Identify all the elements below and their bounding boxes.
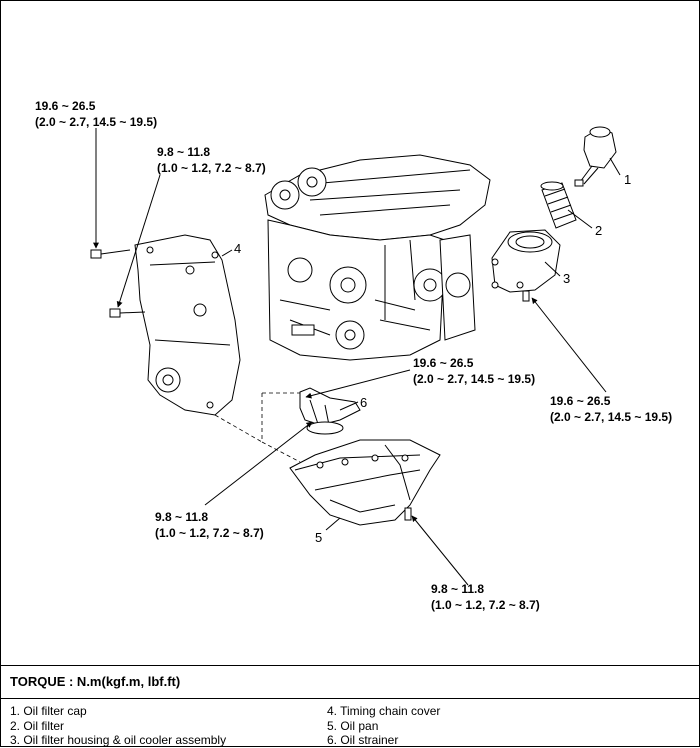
timing-chain-cover [134, 234, 241, 416]
legend-item: 1. Oil filter cap [10, 704, 87, 718]
torque-units-label: TORQUE : N.m(kgf.m, lbf.ft) [10, 674, 181, 689]
torque-spec-strainer-bolt: 9.8 ~ 11.8 (1.0 ~ 1.2, 7.2 ~ 8.7) [155, 509, 264, 541]
torque-spec-strainer: 19.6 ~ 26.5 (2.0 ~ 2.7, 14.5 ~ 19.5) [413, 355, 535, 387]
alignment-lines [214, 392, 301, 463]
legend-item: 5. Oil pan [327, 719, 379, 733]
callout-5: 5 [315, 530, 323, 545]
callout-6: 6 [360, 395, 368, 410]
torque-spec-cover-lower: 9.8 ~ 11.8 (1.0 ~ 1.2, 7.2 ~ 8.7) [157, 144, 266, 176]
legend-item: 4. Timing chain cover [327, 704, 441, 718]
torque-spec-cover-upper: 19.6 ~ 26.5 (2.0 ~ 2.7, 14.5 ~ 19.5) [35, 98, 157, 130]
oil-strainer [299, 387, 361, 435]
torque-value: 19.6 ~ 26.5 [413, 356, 474, 370]
torque-value-alt-units: (1.0 ~ 1.2, 7.2 ~ 8.7) [155, 526, 264, 540]
legend-item: 6. Oil strainer [327, 733, 399, 747]
torque-value: 9.8 ~ 11.8 [431, 582, 485, 596]
torque-value-alt-units: (2.0 ~ 2.7, 14.5 ~ 19.5) [413, 372, 536, 386]
leader-lines [93, 128, 621, 586]
torque-value-alt-units: (2.0 ~ 2.7, 14.5 ~ 19.5) [550, 410, 673, 424]
legend-item: 3. Oil filter housing & oil cooler assem… [10, 733, 227, 747]
torque-spec-oil-pan: 9.8 ~ 11.8 (1.0 ~ 1.2, 7.2 ~ 8.7) [431, 581, 540, 613]
torque-value: 9.8 ~ 11.8 [155, 510, 209, 524]
torque-value: 19.6 ~ 26.5 [35, 99, 96, 113]
oil-pan [289, 439, 441, 526]
torque-units-bar: TORQUE : N.m(kgf.m, lbf.ft) [0, 665, 700, 699]
torque-value: 19.6 ~ 26.5 [550, 394, 611, 408]
torque-spec-filter-housing: 19.6 ~ 26.5 (2.0 ~ 2.7, 14.5 ~ 19.5) [550, 393, 672, 425]
exploded-view-diagram: 19.6 ~ 26.5 (2.0 ~ 2.7, 14.5 ~ 19.5) 9.8… [35, 98, 672, 613]
cover-bolts [90, 249, 146, 318]
torque-value: 9.8 ~ 11.8 [157, 145, 211, 159]
callout-4: 4 [234, 241, 242, 256]
torque-value-alt-units: (1.0 ~ 1.2, 7.2 ~ 8.7) [431, 598, 540, 612]
callout-3: 3 [563, 271, 571, 286]
callout-1: 1 [624, 172, 632, 187]
torque-value-alt-units: (1.0 ~ 1.2, 7.2 ~ 8.7) [157, 161, 266, 175]
engine-block [264, 154, 491, 361]
legend-item: 2. Oil filter [10, 719, 65, 733]
torque-value-alt-units: (2.0 ~ 2.7, 14.5 ~ 19.5) [35, 115, 158, 129]
oil-filter [540, 181, 577, 229]
callout-2: 2 [595, 223, 603, 238]
oil-filter-cap [574, 126, 617, 187]
diagram-drawing [90, 126, 621, 586]
oil-filter-housing [491, 229, 561, 302]
